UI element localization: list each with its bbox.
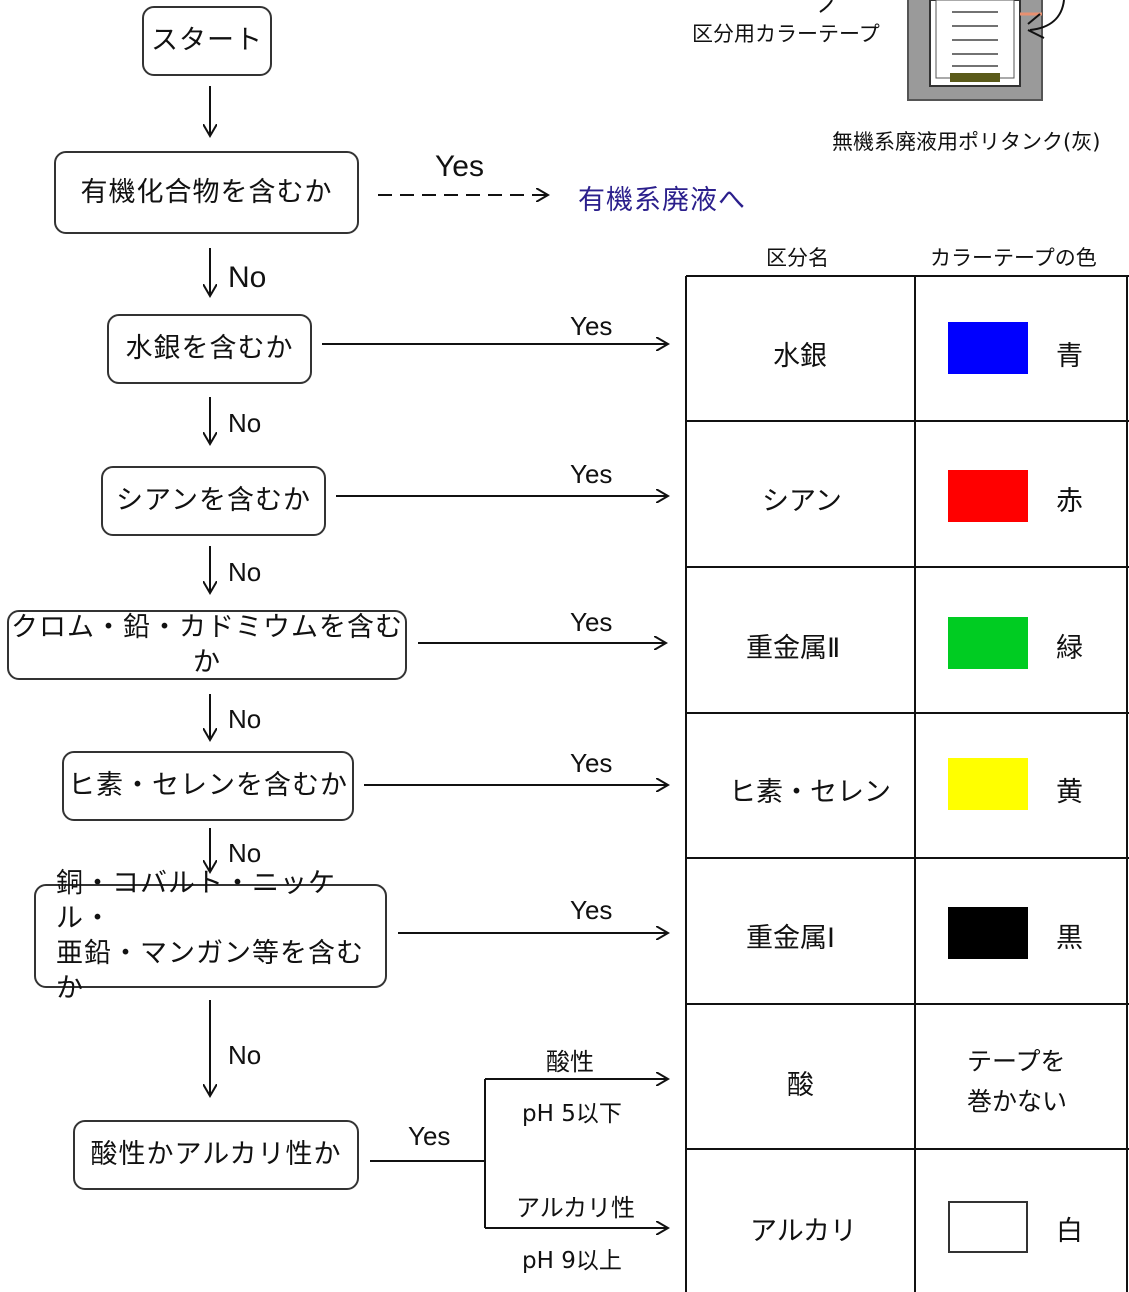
- row-alkali-color: 白: [1056, 1216, 1083, 1247]
- question-arsenic-selenium: ヒ素・セレンを含むか: [62, 751, 354, 821]
- no-label-4: No: [228, 704, 262, 734]
- question-cyanide: シアンを含むか: [101, 466, 326, 536]
- row-cyanide-color: 赤: [1056, 486, 1083, 517]
- tape-label: 区分用カラーテープ: [692, 22, 880, 46]
- question-chromium-lead-cadmium: クロム・鉛・カドミウムを含むか: [7, 610, 407, 680]
- row-heavy-metal-1-color: 黒: [1056, 923, 1083, 954]
- table-grid: [685, 275, 1129, 1292]
- table-header-category: 区分名: [766, 246, 829, 270]
- table-header-color: カラーテープの色: [930, 246, 1097, 270]
- alkaline-label: アルカリ性: [516, 1194, 636, 1222]
- question-organic: 有機化合物を含むか: [54, 151, 359, 234]
- acidic-label: 酸性: [546, 1048, 594, 1076]
- poly-tank-illustration: [819, 0, 1065, 101]
- question-copper-group: 銅・コバルト・ニッケル・ 亜鉛・マンガン等を含むか: [34, 868, 387, 1004]
- swatch-red: [948, 470, 1028, 522]
- alkaline-ph-label: pH 9以上: [522, 1248, 622, 1274]
- acidic-ph-label: pH 5以下: [522, 1101, 622, 1127]
- row-acid-category: 酸: [787, 1070, 814, 1101]
- swatch-green: [948, 617, 1028, 669]
- no-label-1: No: [228, 261, 267, 294]
- row-heavy-metal-1-category: 重金属Ⅰ: [746, 923, 835, 954]
- yes-label-crpbcd: Yes: [570, 607, 613, 637]
- yes-label-mercury: Yes: [570, 311, 613, 341]
- row-acid-note-line2: 巻かない: [967, 1087, 1068, 1116]
- row-mercury-category: 水銀: [773, 341, 827, 372]
- no-label-3: No: [228, 557, 262, 587]
- swatch-white: [948, 1201, 1028, 1253]
- row-cyanide-category: シアン: [762, 486, 842, 517]
- yes-label-copper: Yes: [570, 895, 613, 925]
- row-heavy-metal-2-color: 緑: [1056, 633, 1083, 664]
- no-label-5: No: [228, 838, 262, 868]
- row-arsenic-selenium-category: ヒ素・セレン: [729, 777, 891, 808]
- question-copper-line1: 銅・コバルト・ニッケル・: [56, 867, 336, 934]
- yes-label-cyanide: Yes: [570, 459, 613, 489]
- row-acid-note-line1: テープを: [967, 1047, 1066, 1076]
- row-alkali-category: アルカリ: [750, 1216, 857, 1247]
- yes-label-asse: Yes: [570, 748, 613, 778]
- swatch-black: [948, 907, 1028, 959]
- question-acid-alkali: 酸性かアルカリ性か: [73, 1120, 359, 1190]
- start-box: スタート: [142, 6, 272, 76]
- row-arsenic-selenium-color: 黄: [1056, 777, 1083, 808]
- swatch-yellow: [948, 758, 1028, 810]
- no-label-2: No: [228, 408, 262, 438]
- to-organic-waste: 有機系廃液へ: [578, 185, 746, 216]
- no-label-6: No: [228, 1040, 262, 1070]
- question-mercury: 水銀を含むか: [107, 314, 312, 384]
- swatch-blue: [948, 322, 1028, 374]
- row-mercury-color: 青: [1056, 341, 1083, 372]
- yes-label-acid: Yes: [408, 1121, 451, 1151]
- yes-label-organic: Yes: [435, 150, 484, 183]
- tank-caption: 無機系廃液用ポリタンク(灰): [832, 130, 1101, 154]
- row-heavy-metal-2-category: 重金属Ⅱ: [746, 633, 841, 664]
- question-copper-line2: 亜鉛・マンガン等を含むか: [56, 938, 364, 1005]
